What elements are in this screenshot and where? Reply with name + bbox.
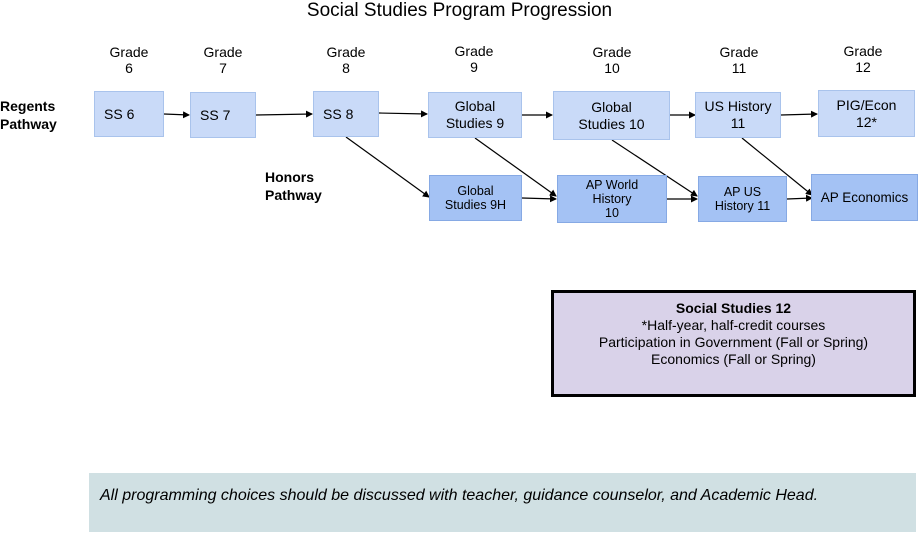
grade-number: 9 [470,59,478,75]
arrow-apus11-to-apeconomics [786,194,813,202]
grade-header-9: Grade 9 [434,43,514,75]
info-box-title: Social Studies 12 [675,300,792,316]
grade-header-11: Grade 11 [699,44,779,76]
grade-header-8: Grade 8 [306,44,386,76]
info-box-line: *Half-year, half-credit courses [641,317,826,333]
grade-label: Grade [843,43,883,59]
arrow-ushistory11-to-pigecon12 [780,110,818,118]
grade-header-6: Grade 6 [89,44,169,76]
grade-number: 6 [125,60,133,76]
social-studies-12-info-box: Social Studies 12 *Half-year, half-credi… [551,290,916,397]
regents-pathway-label: Regents Pathway [0,98,57,132]
arrow-ss7-to-ss8 [255,110,313,118]
arrow-global10-to-apus11 [611,139,698,197]
honors-pathway-label: Honors Pathway [265,169,322,203]
grade-label: Grade [454,43,494,59]
course-box-ss7: SS 7 [190,92,256,138]
info-box-line: Participation in Government (Fall or Spr… [598,334,869,350]
grade-number: 8 [342,60,350,76]
course-box-pig-econ-12: PIG/Econ 12* [818,90,915,137]
course-box-ap-us-history-11: AP US History 11 [698,176,787,222]
arrow-ss8-to-global9 [378,110,428,118]
arrow-global9h-to-apworld10 [521,195,557,203]
course-box-ss6: SS 6 [94,91,164,137]
grade-label: Grade [203,44,243,60]
diagram-title: Social Studies Program Progression [306,0,613,21]
grade-label: Grade [109,44,149,60]
grade-number: 12 [855,59,871,75]
course-box-ap-economics: AP Economics [811,174,918,221]
grade-label: Grade [592,44,632,60]
arrow-ss6-to-ss7 [163,111,190,119]
course-box-global-studies-9: Global Studies 9 [428,92,522,138]
info-box-line: Economics (Fall or Spring) [651,351,816,367]
course-box-ss8: SS 8 [313,91,379,137]
grade-header-10: Grade 10 [572,44,652,76]
grade-header-7: Grade 7 [183,44,263,76]
grade-header-12: Grade 12 [823,43,903,75]
footer-note: All programming choices should be discus… [89,473,916,532]
grade-number: 10 [604,60,620,76]
grade-number: 7 [219,60,227,76]
course-box-us-history-11: US History 11 [695,92,781,138]
arrow-ushistory11-to-apeconomics [741,137,813,196]
course-box-global-studies-10: Global Studies 10 [553,91,670,140]
course-box-global-studies-9h: Global Studies 9H [429,175,522,221]
course-box-ap-world-history-10: AP World History 10 [557,175,667,223]
grade-number: 11 [731,60,747,76]
arrow-global9-to-apworld10 [474,137,557,197]
grade-label: Grade [326,44,366,60]
arrow-ss8-to-global9h [345,136,430,198]
grade-label: Grade [719,44,759,60]
